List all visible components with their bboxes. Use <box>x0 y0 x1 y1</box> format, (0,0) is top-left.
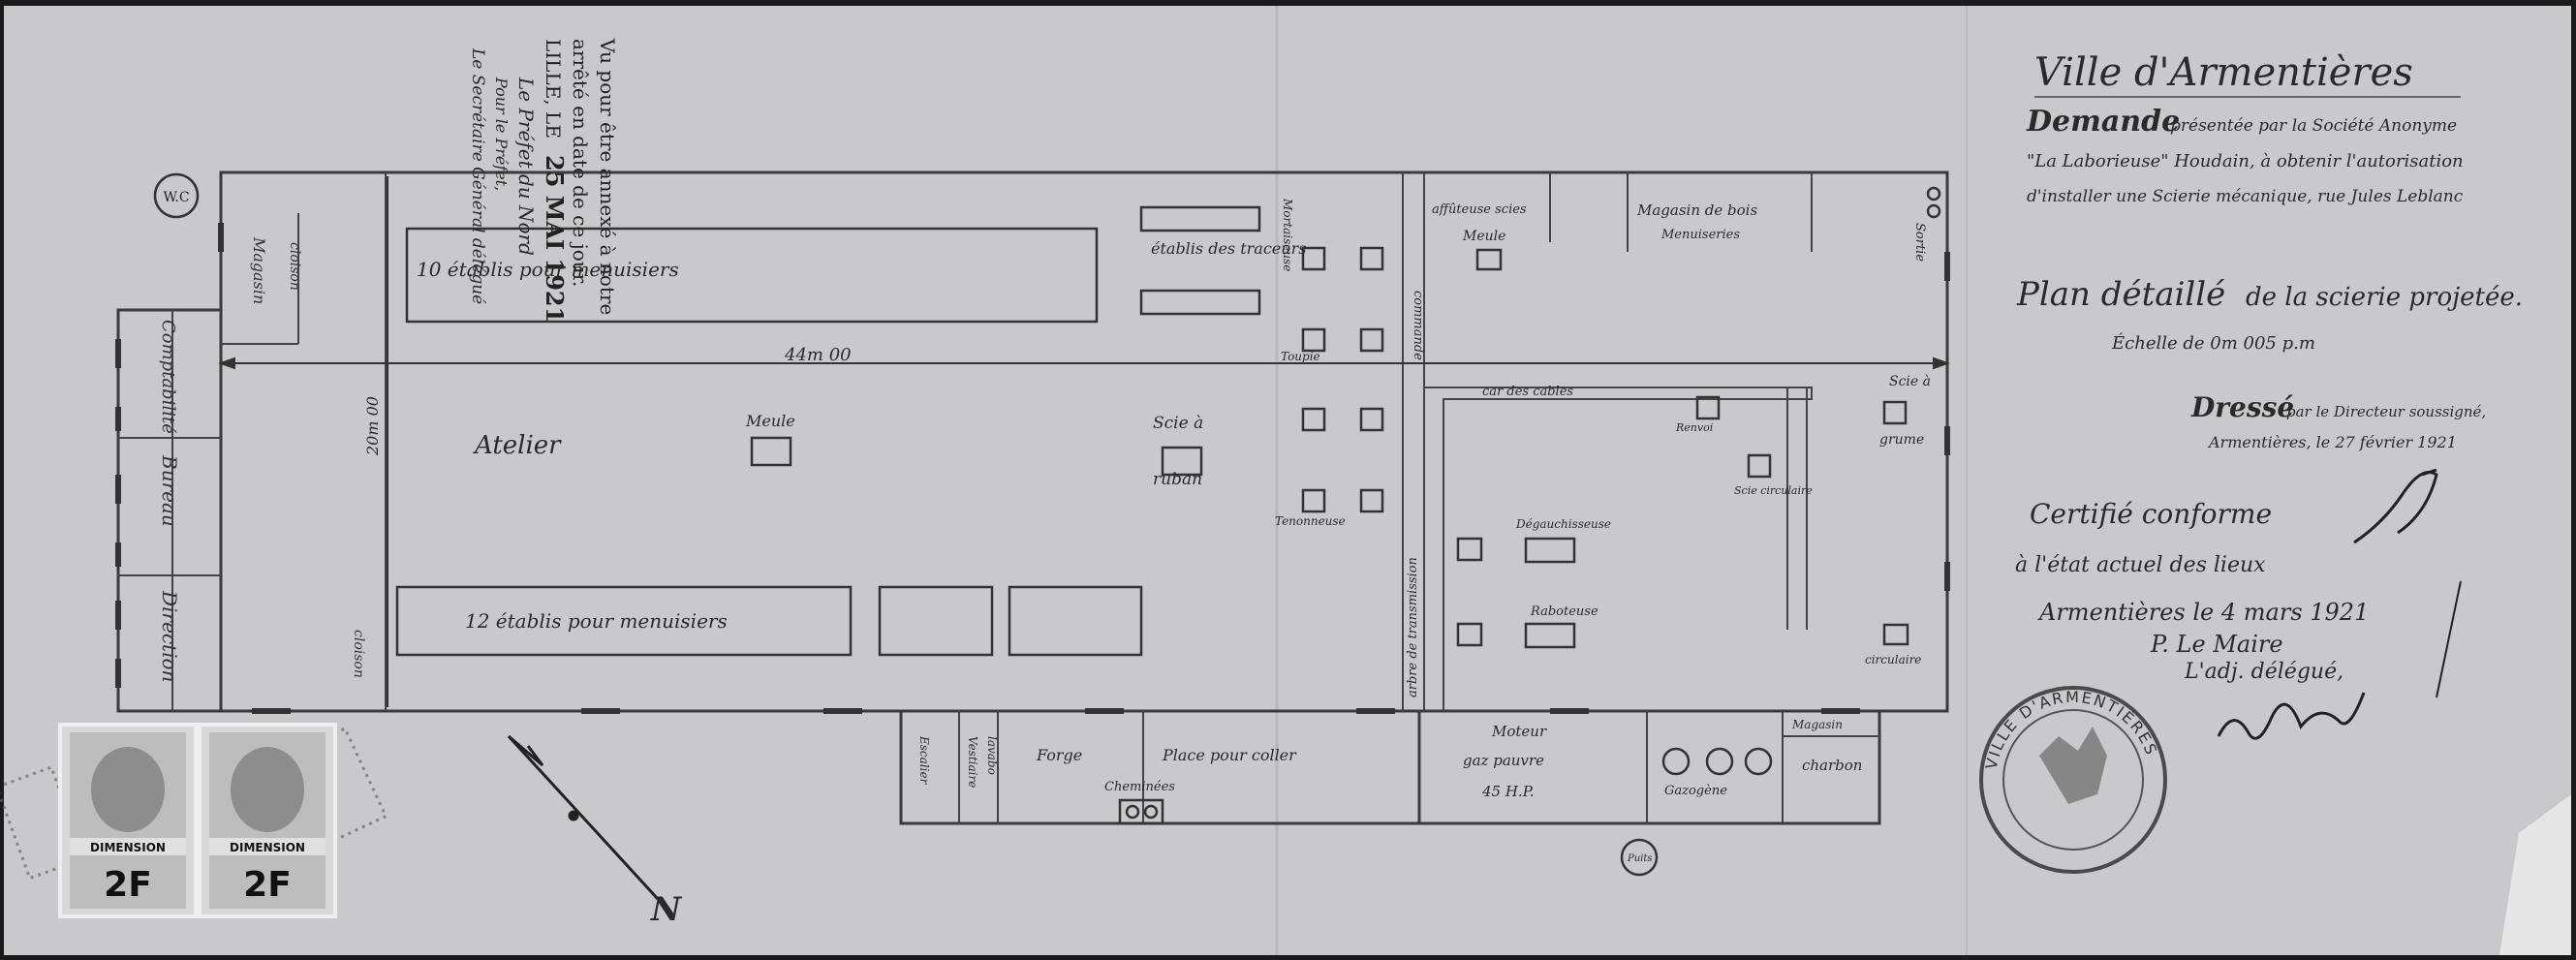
affuteuse-label: affûteuse scies <box>1432 202 1527 217</box>
menuiseries-label: Menuiseries <box>1660 228 1740 242</box>
demande-line-1: présentée par la Société Anonyme <box>2170 116 2457 136</box>
north-label: N <box>650 890 683 929</box>
plan-title-a: Plan détaillé <box>2016 275 2225 314</box>
scie-ruban-b: ruban <box>1153 470 1202 489</box>
scie-grume-a: Scie à <box>1889 374 1931 389</box>
bureau-label: Bureau <box>158 454 181 527</box>
dimension-width: 20m 00 <box>363 396 382 456</box>
cloison-label-left: cloison <box>287 242 302 291</box>
transmission-label: arbre de transmission <box>1406 557 1420 697</box>
degauchisseuse-label: Dégauchisseuse <box>1515 517 1611 531</box>
demande-line-3: d'installer une Scierie mécanique, rue J… <box>2027 187 2464 206</box>
renvoi-label: Renvoi <box>1675 421 1713 434</box>
escalier-label: Escalier <box>917 735 931 786</box>
title-block: Ville d'Armentières Demande présentée pa… <box>2016 50 2523 451</box>
moteur-label: Moteur <box>1491 723 1547 740</box>
torn-corner <box>2499 794 2571 955</box>
visa-line-5: Pour le Préfet, <box>492 77 511 191</box>
etablis-top-label: 10 établis pour menuisiers <box>417 258 679 281</box>
dresse-word: Dressé <box>2190 391 2294 423</box>
scie-circulaire-right: circulaire <box>1865 653 1921 666</box>
car-cables-label: car des cables <box>1482 385 1573 399</box>
city-title: Ville d'Armentières <box>2034 50 2413 95</box>
commande-label: commande <box>1411 291 1425 360</box>
visa-date: 25 MAI 1921 <box>541 155 569 323</box>
stamp-1: DIMENSION 2F <box>58 723 198 918</box>
visa-line-1: Vu pour être annexé à notre <box>596 38 619 315</box>
signature-mayor <box>2217 692 2366 740</box>
forge-label: Forge <box>1036 746 1082 764</box>
prefecture-visa: Vu pour être annexé à notre arrêté en da… <box>468 38 619 323</box>
cert-line-1: Certifié conforme <box>2030 498 2272 530</box>
magasin-label: Magasin <box>250 236 268 304</box>
stamp-1-label: DIMENSION <box>90 841 166 854</box>
place-coller-label: Place pour coller <box>1162 746 1297 764</box>
atelier-label: Atelier <box>473 431 562 460</box>
paper-sheet <box>4 6 2571 955</box>
cert-line-5: L'adj. délégué, <box>2184 660 2343 684</box>
certification-block: Certifié conforme à l'état actuel des li… <box>2015 468 2462 740</box>
scie-grume-b: grume <box>1879 432 1924 448</box>
demande-word: Demande <box>2026 105 2180 139</box>
scale-text: Échelle de 0m 005 p.m <box>2111 331 2315 354</box>
mortaiseuse-label: Mortaiseuse <box>1281 198 1294 271</box>
magasin-charbon-label: Magasin <box>1791 718 1843 731</box>
wc-label: W.C <box>163 190 189 205</box>
raboteuse-label: Raboteuse <box>1530 604 1598 619</box>
visa-line-4: Le Préfet du Nord <box>514 77 538 256</box>
signature-director <box>2353 468 2438 544</box>
dresse-line-2: Armentières, le 27 février 1921 <box>2207 433 2457 451</box>
hp-label: 45 H.P. <box>1481 783 1535 800</box>
cert-line-3: Armentières le 4 mars 1921 <box>2037 599 2369 626</box>
cert-line-4: P. Le Maire <box>2150 631 2283 658</box>
demande-line-2: "La Laborieuse" Houdain, à obtenir l'aut… <box>2027 151 2464 171</box>
scie-ruban-a: Scie à <box>1153 414 1203 433</box>
visa-line-2: arrêté en date de ce jour. <box>569 39 592 287</box>
etablis-traceurs-label: établis des traceurs <box>1151 239 1306 258</box>
stamp-2-value: 2F <box>243 865 292 905</box>
scie-circulaire-label: Scie circulaire <box>1734 484 1813 497</box>
toupie-label: Toupie <box>1281 350 1320 363</box>
direction-label: Direction <box>158 590 181 682</box>
visa-line-6: Le Secrétaire Général délégué <box>468 47 487 304</box>
etablis-bottom-label: 12 établis pour menuisiers <box>465 609 728 633</box>
cloison-label-bottom: cloison <box>351 630 366 678</box>
tenonneuse-label: Tenonneuse <box>1275 514 1346 528</box>
puits-label: Puits <box>1627 853 1653 864</box>
gaz-pauvre-label: gaz pauvre <box>1463 752 1544 769</box>
meule-label-2: Meule <box>1462 229 1505 244</box>
plan-labels: W.C Magasin cloison Comptabilité Bureau … <box>158 190 1931 929</box>
revenue-stamps: DIMENSION 2F DIMENSION 2F <box>0 723 388 918</box>
charbon-label: charbon <box>1802 757 1862 774</box>
comptabilite-label: Comptabilité <box>158 320 178 434</box>
plan-title-b: de la scierie projetée. <box>2246 283 2523 312</box>
sortie-label: Sortie <box>1912 223 1927 262</box>
dresse-line-1: par le Directeur soussigné, <box>2286 403 2486 420</box>
magasin-bois-label: Magasin de bois <box>1636 201 1757 219</box>
stamp-2-label: DIMENSION <box>230 841 305 854</box>
vestiaire-label: Vestiaire <box>966 736 979 788</box>
gazogene-label: Gazogène <box>1664 784 1727 798</box>
stamp-2: DIMENSION 2F <box>198 723 337 918</box>
floor-plan <box>115 170 1950 913</box>
cert-line-2: à l'état actuel des lieux <box>2015 553 2266 577</box>
stamp-1-value: 2F <box>104 865 152 905</box>
dimension-length: 44m 00 <box>784 345 852 365</box>
cheminees-label: Cheminées <box>1104 780 1175 794</box>
visa-line-3a: LILLE, LE <box>542 39 565 139</box>
meule-label-1: Meule <box>745 412 795 430</box>
lavabo-label: lavabo <box>985 736 999 775</box>
